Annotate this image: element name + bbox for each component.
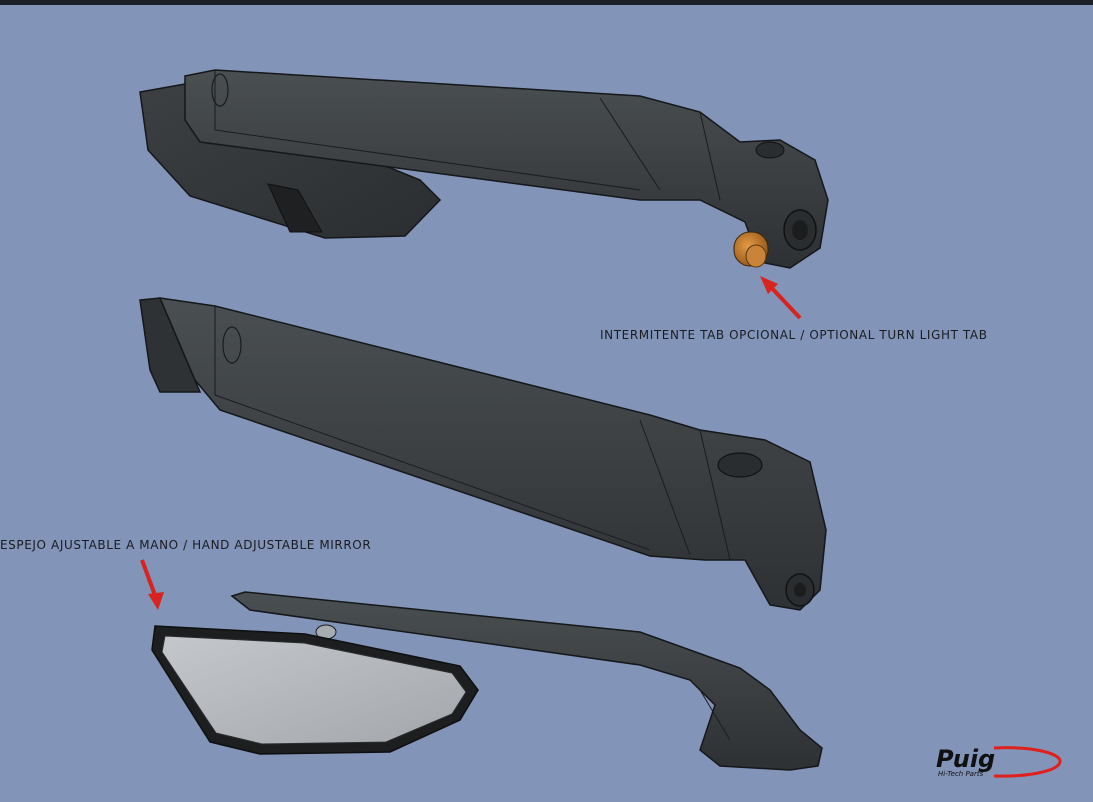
turn-light-tab — [733, 231, 769, 268]
mirror-arm-bottom — [230, 591, 823, 771]
hand-mirror-label: ESPEJO AJUSTABLE A MANO / HAND ADJUSTABL… — [0, 538, 372, 552]
mirror-arm-middle — [139, 297, 827, 611]
mirror-arm-top — [139, 69, 829, 269]
arrow-turn-tab — [760, 276, 802, 320]
brand-tagline: Hi-Tech Parts — [938, 770, 984, 778]
arrow-mirror — [140, 559, 164, 610]
hand-adjustable-mirror — [151, 625, 479, 755]
top-bar — [0, 0, 1093, 5]
brand-name: Puig — [936, 745, 995, 773]
brand-logo: Puig Hi-Tech Parts — [934, 744, 1064, 780]
turn-light-tab-label: INTERMITENTE TAB OPCIONAL / OPTIONAL TUR… — [600, 328, 988, 342]
